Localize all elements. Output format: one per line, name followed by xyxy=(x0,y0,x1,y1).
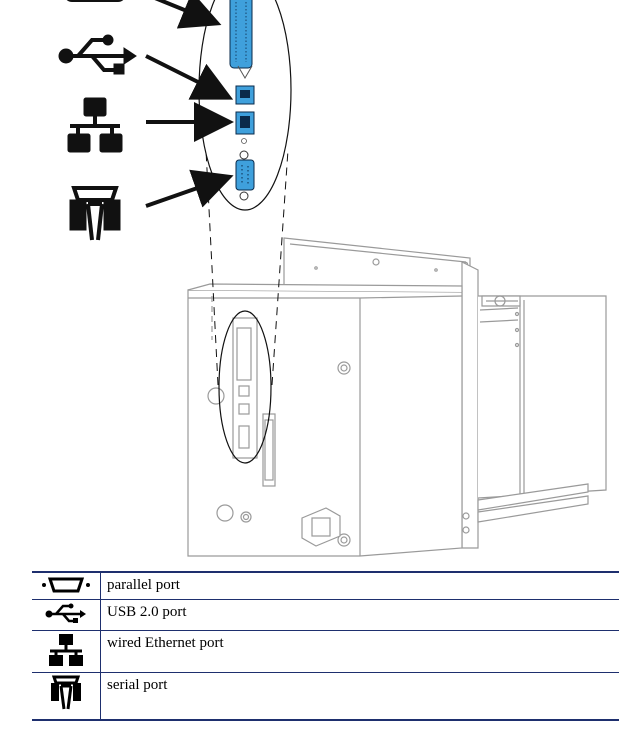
legend-label: USB 2.0 port xyxy=(107,603,187,620)
parallel-connector xyxy=(229,0,253,69)
arrow-serial xyxy=(145,169,234,208)
serial-port-icon xyxy=(69,186,121,241)
arrow-usb xyxy=(145,54,234,100)
port-legend-table: parallel port USB 2.0 port xyxy=(32,571,619,721)
legend-row-ethernet: wired Ethernet port xyxy=(32,630,619,672)
arrow-parallel xyxy=(154,0,222,29)
parallel-port-icon xyxy=(42,577,90,593)
legend-label: serial port xyxy=(107,676,168,693)
printer-illustration xyxy=(187,237,607,557)
magnified-port-panel xyxy=(198,0,292,211)
printer-interface-diagram xyxy=(58,0,607,557)
port-area-callout xyxy=(218,310,272,464)
usb-icon xyxy=(45,603,86,623)
legend-label: parallel port xyxy=(107,577,180,593)
usb-icon xyxy=(58,34,137,75)
serial-port-icon xyxy=(51,675,81,709)
legend-row-serial: serial port xyxy=(32,672,619,720)
legend-label: wired Ethernet port xyxy=(107,634,224,651)
pointer-arrows xyxy=(145,0,234,208)
legend-row-parallel: parallel port xyxy=(32,572,619,599)
ethernet-network-icon xyxy=(67,97,123,153)
serial-connector xyxy=(235,159,255,191)
legend-row-usb: USB 2.0 port xyxy=(32,599,619,630)
ethernet-network-icon xyxy=(49,633,83,666)
